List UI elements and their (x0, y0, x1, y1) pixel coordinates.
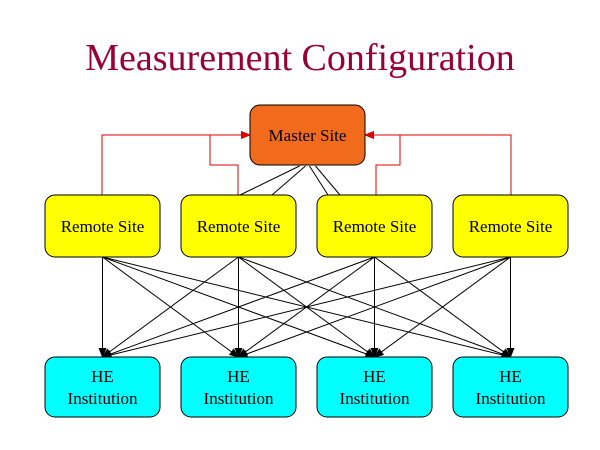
edge-remote-2-to-institution-1 (101, 256, 239, 358)
remote-site-label: Remote Site (61, 217, 145, 236)
he-institution-label-line2: Institution (476, 389, 546, 408)
remote-site-box (316, 194, 433, 258)
edge-master-to-remote-3 (309, 165, 329, 196)
he-institution-box (180, 356, 297, 418)
master-to-remote-edges (239, 165, 341, 196)
he-institution-label-line2: Institution (340, 389, 410, 408)
he-institution-node: HE Institution (44, 356, 161, 418)
remote-site-node: Remote Site (452, 194, 569, 258)
remote-site-label: Remote Site (469, 217, 553, 236)
he-institution-label-line1: HE (499, 367, 522, 386)
he-institution-label-line2: Institution (68, 389, 138, 408)
master-site-node: Master Site (249, 104, 366, 166)
he-institution-box (452, 356, 569, 418)
edge-remote-4-to-institution-3 (373, 256, 511, 358)
edge-remote-3-to-institution-1 (101, 256, 375, 358)
edge-master-to-remote-2 (271, 165, 306, 196)
remote-site-label: Remote Site (333, 217, 417, 236)
edge-remote-2-to-master (209, 131, 251, 195)
edge-remote-3-to-master (364, 131, 401, 195)
diagram-title: Measurement Configuration (85, 37, 515, 79)
remote-site-node: Remote Site (180, 194, 297, 258)
he-institution-node: HE Institution (316, 356, 433, 418)
remote-site-label: Remote Site (197, 217, 281, 236)
he-institution-box (316, 356, 433, 418)
remote-to-master-edges (101, 131, 512, 195)
he-institution-label-line2: Institution (204, 389, 274, 408)
edge-master-to-remote-1 (239, 165, 300, 196)
remote-site-node: Remote Site (44, 194, 161, 258)
remote-site-box (452, 194, 569, 258)
master-site-box (249, 104, 366, 166)
he-institution-box (44, 356, 161, 418)
edge-remote-4-to-institution-2 (237, 256, 511, 358)
remote-site-box (180, 194, 297, 258)
remote-site-box (44, 194, 161, 258)
he-institution-node: HE Institution (452, 356, 569, 418)
he-institution-node: HE Institution (180, 356, 297, 418)
edge-remote-1-to-master (101, 131, 251, 195)
edge-master-to-remote-4 (315, 165, 341, 196)
he-institution-label-line1: HE (363, 367, 386, 386)
edge-remote-4-to-institution-1 (101, 256, 511, 359)
master-site-label: Master Site (269, 126, 347, 145)
edge-remote-4-to-master (364, 131, 512, 195)
he-institution-label-line1: HE (227, 367, 250, 386)
he-institution-label-line1: HE (91, 367, 114, 386)
remote-to-institution-edges (98, 256, 515, 359)
remote-site-node: Remote Site (316, 194, 433, 258)
